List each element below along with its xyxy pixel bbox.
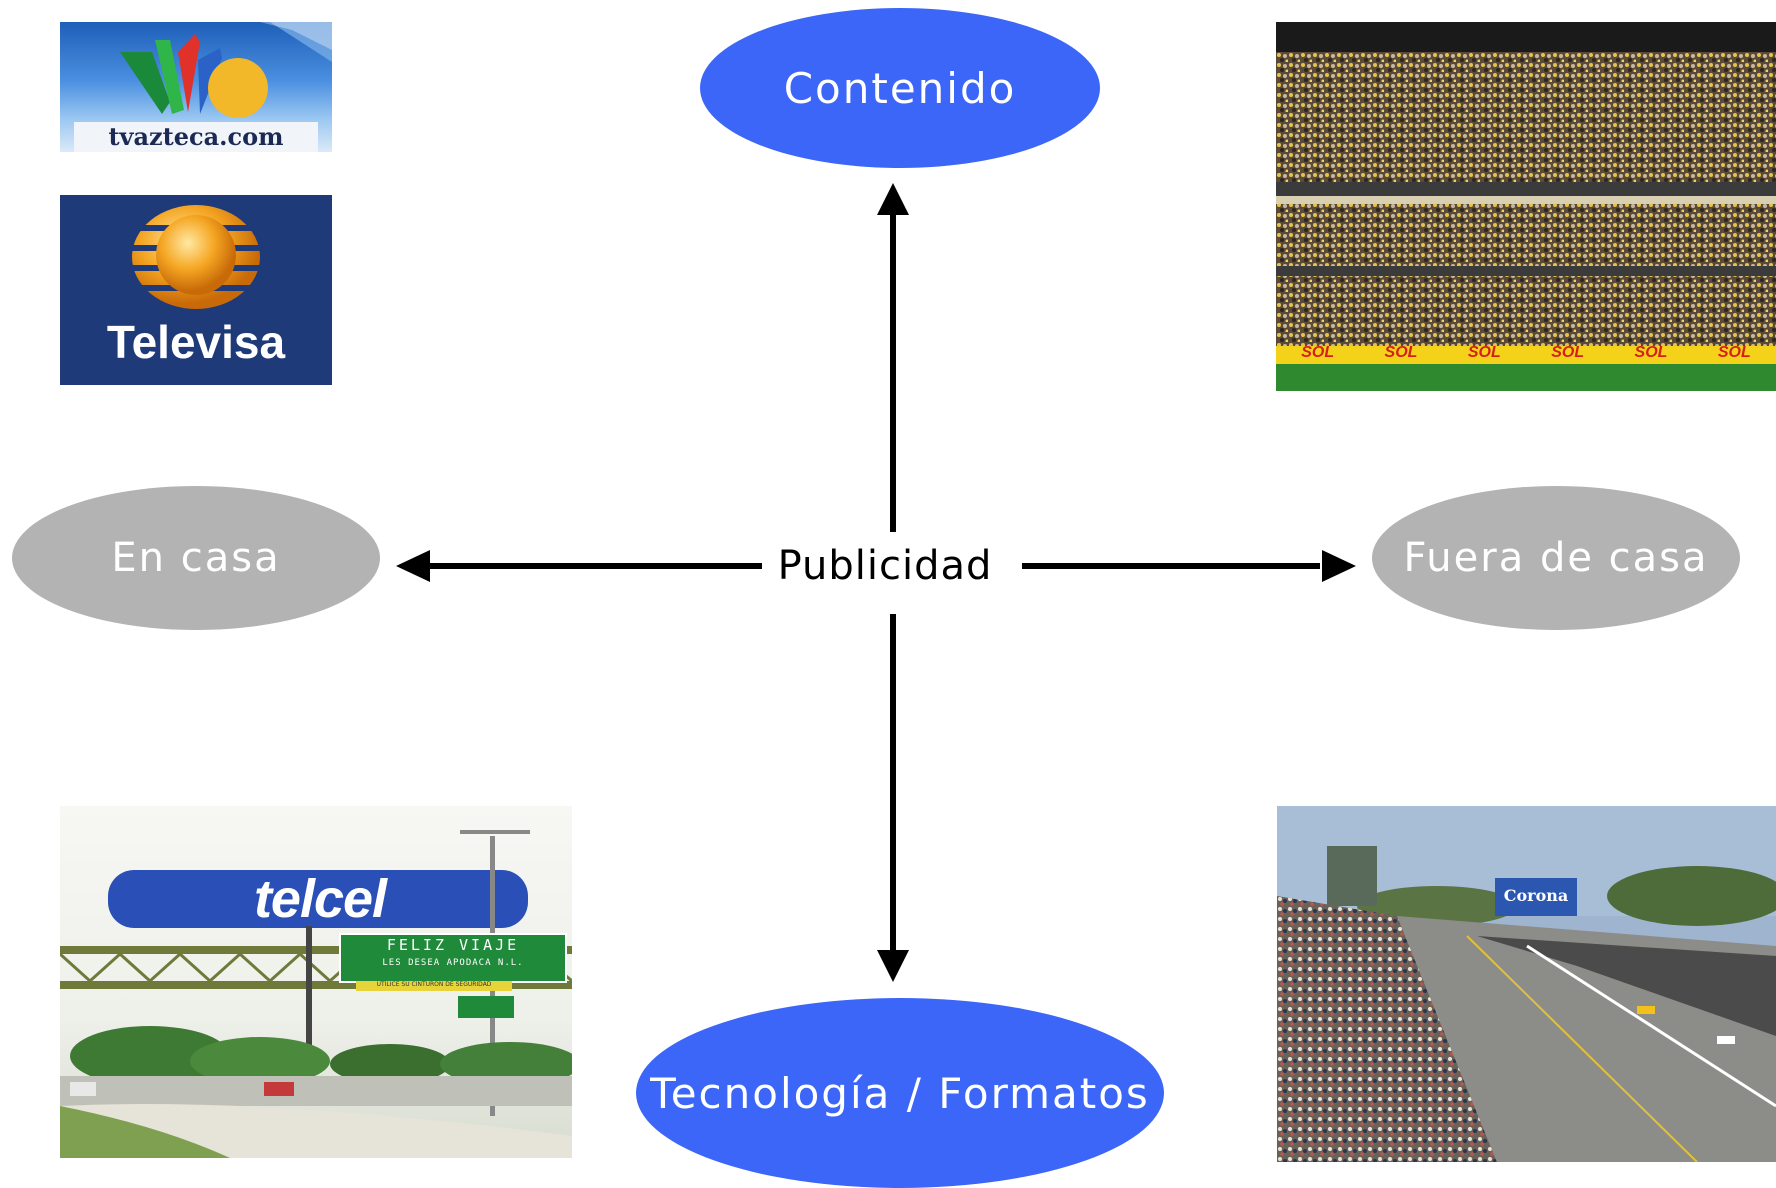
sign-line2: LES DESEA APODACA N.L. [382, 958, 524, 968]
billboard-brand-text: telcel [253, 869, 387, 929]
televisa-eye-icon [120, 205, 272, 309]
arrow-left-head [396, 550, 430, 582]
racetrack-photo: Corona [1277, 806, 1776, 1162]
node-contenido: Contenido [700, 8, 1100, 168]
tvazteca-logo: tvazteca.com [60, 22, 332, 152]
node-en-casa-label: En casa [111, 535, 281, 581]
node-en-casa: En casa [12, 486, 380, 630]
node-contenido-label: Contenido [783, 63, 1017, 113]
tvazteca-mark-icon [74, 22, 332, 152]
tvazteca-text: tvazteca.com [108, 122, 284, 151]
televisa-logo: Televisa [60, 195, 332, 385]
arrow-up-head [877, 183, 909, 215]
arrow-down-head [877, 950, 909, 982]
node-tecnologia: Tecnología / Formatos [636, 998, 1164, 1188]
stadium-photo: SOL SOL SOL SOL SOL SOL [1276, 22, 1776, 391]
node-fuera-de-casa-label: Fuera de casa [1403, 535, 1709, 581]
node-fuera-de-casa: Fuera de casa [1372, 486, 1740, 630]
center-label: Publicidad [777, 543, 993, 589]
arrow-right-head [1322, 550, 1356, 582]
node-tecnologia-label: Tecnología / Formatos [650, 1068, 1150, 1118]
televisa-text: Televisa [106, 316, 286, 368]
stadium-banner-text: SOL SOL SOL SOL SOL SOL [1301, 344, 1751, 361]
sign-line1: FELIZ VIAJE [386, 936, 520, 954]
sign-line3: UTILICE SU CINTURON DE SEGURIDAD [376, 981, 492, 988]
billboard-photo: telcel FELIZ VIAJE LES DESEA APODACA N.L… [60, 806, 572, 1158]
racetrack-brand-text: Corona [1503, 886, 1569, 905]
